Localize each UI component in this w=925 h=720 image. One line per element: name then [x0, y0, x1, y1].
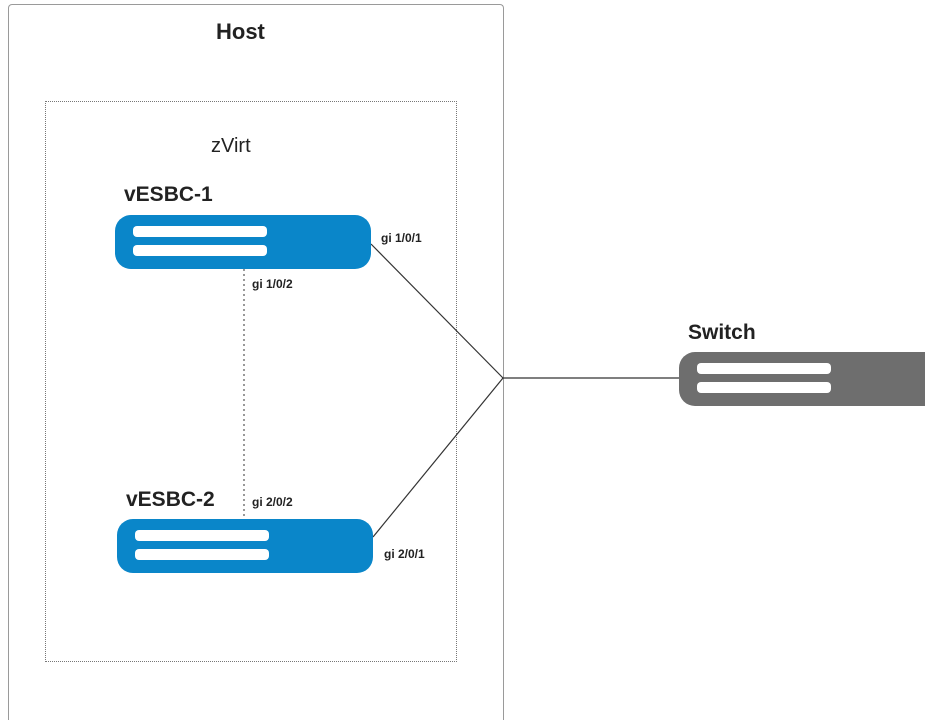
zvirt-title: zVirt — [211, 135, 251, 157]
port-label-gi-1-0-1: gi 1/0/1 — [381, 231, 422, 245]
vesbc2-switch-link — [372, 377, 504, 538]
device-bar — [135, 549, 269, 560]
host-title: Host — [216, 19, 265, 44]
zvirt-container — [45, 101, 457, 662]
vesbc2-device — [117, 519, 373, 573]
port-label-gi-2-0-1: gi 2/0/1 — [384, 547, 425, 561]
vesbc2-title: vESBC-2 — [126, 488, 215, 511]
port-label-gi-1-0-2: gi 1/0/2 — [252, 277, 293, 291]
switch-title: Switch — [688, 321, 756, 344]
switch-device — [679, 352, 925, 406]
vesbc1-switch-link — [370, 243, 504, 379]
vesbc1-title: vESBC-1 — [124, 183, 213, 206]
device-bar — [133, 245, 267, 256]
host-container — [8, 4, 504, 720]
device-bar — [135, 530, 269, 541]
port-label-gi-2-0-2: gi 2/0/2 — [252, 495, 293, 509]
vesbc1-device — [115, 215, 371, 269]
device-bar — [133, 226, 267, 237]
device-bar — [697, 363, 831, 374]
device-bar — [697, 382, 831, 393]
